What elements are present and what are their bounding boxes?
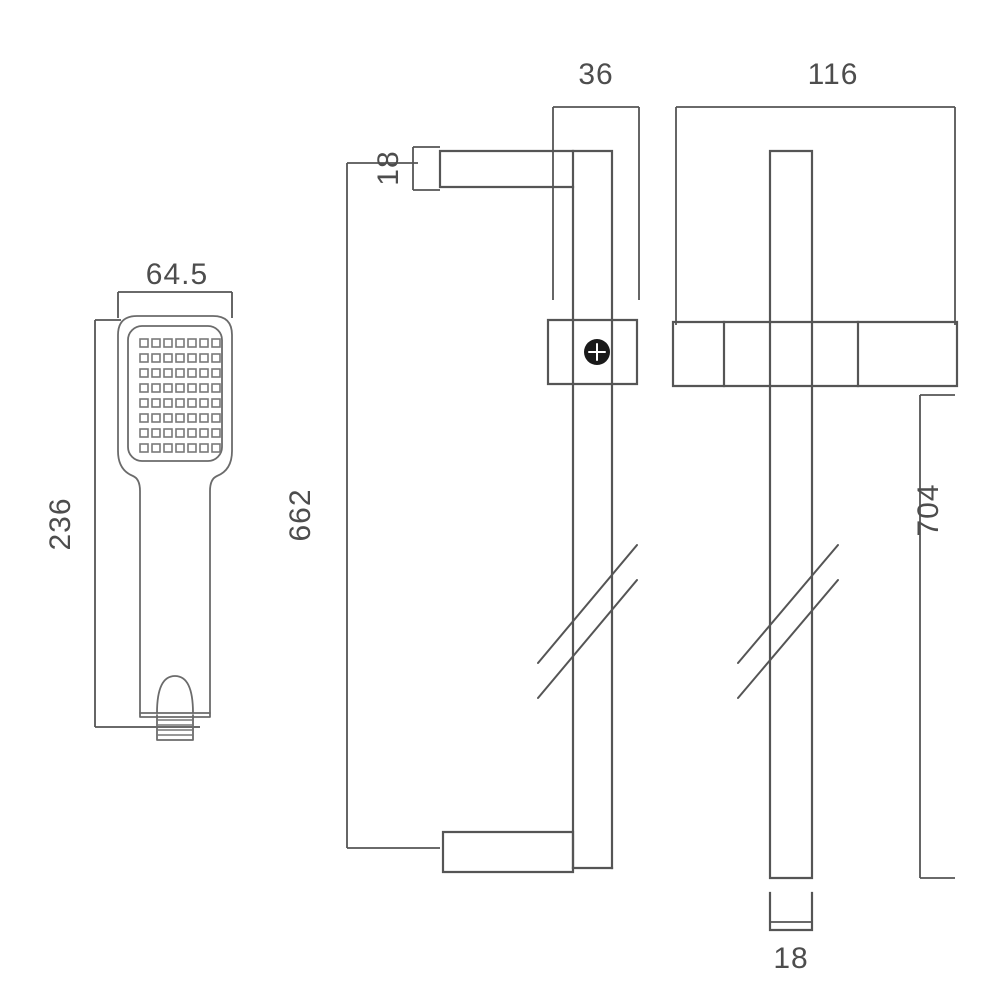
bracket-thickness-dimension <box>412 146 440 191</box>
rail-front-height-dimension <box>919 394 955 879</box>
nozzle-row <box>139 413 221 423</box>
handset-width-dimension <box>117 291 233 318</box>
rail-side-view: 36 18 662 <box>284 58 640 874</box>
nozzle-row <box>139 428 221 438</box>
handset-thread-body <box>156 714 194 741</box>
handset-length-label: 236 <box>44 497 77 550</box>
handset-length-dimension <box>94 319 200 728</box>
rail-depth-label: 36 <box>578 58 613 91</box>
rail-side-height-label: 662 <box>284 488 317 541</box>
front-bracket-body <box>671 320 959 388</box>
nozzle-row <box>139 338 221 348</box>
nozzle-row <box>139 443 221 453</box>
front-break-line-2 <box>737 579 839 699</box>
handset-outlet-dome <box>156 675 194 714</box>
nozzle-row <box>139 398 221 408</box>
rail-front-bottom-stub <box>768 891 814 932</box>
handset-view <box>94 291 233 741</box>
bracket-thickness-label: 18 <box>372 150 405 185</box>
rail-side-height-dimension <box>346 162 440 849</box>
rail-side-break-lines <box>537 544 638 699</box>
rail-front-width-dimension <box>675 106 956 325</box>
slider-knob-cross-icon <box>588 343 606 361</box>
rail-bar-width-label: 18 <box>773 942 808 975</box>
rail-front-break-lines <box>737 544 839 699</box>
break-line-2 <box>537 579 638 699</box>
rail-bottom-bracket-arm <box>441 830 575 874</box>
nozzle-row <box>139 353 221 363</box>
rail-front-width-label: 116 <box>808 58 859 91</box>
rail-front-bar <box>768 149 814 880</box>
rail-bar-width-dimension <box>769 893 813 923</box>
handset-nozzle-grid <box>139 338 221 453</box>
rail-depth-dimension <box>552 106 640 300</box>
handset-outline <box>117 315 233 718</box>
rail-front-slider-bracket <box>671 320 959 388</box>
rail-outer-edge <box>571 149 614 870</box>
nozzle-row <box>139 383 221 393</box>
handset-thread-connector <box>156 714 194 741</box>
handset-width-label: 64.5 <box>146 258 208 291</box>
front-break-line-1 <box>737 544 839 664</box>
rail-front-height-label: 704 <box>912 483 945 536</box>
handset-faceplate <box>127 325 223 462</box>
break-line-1 <box>537 544 638 664</box>
rail-slider-bracket <box>546 318 639 386</box>
rail-front-view: 116 704 18 <box>671 58 959 975</box>
slider-bracket-body <box>546 318 639 386</box>
nozzle-row <box>139 368 221 378</box>
